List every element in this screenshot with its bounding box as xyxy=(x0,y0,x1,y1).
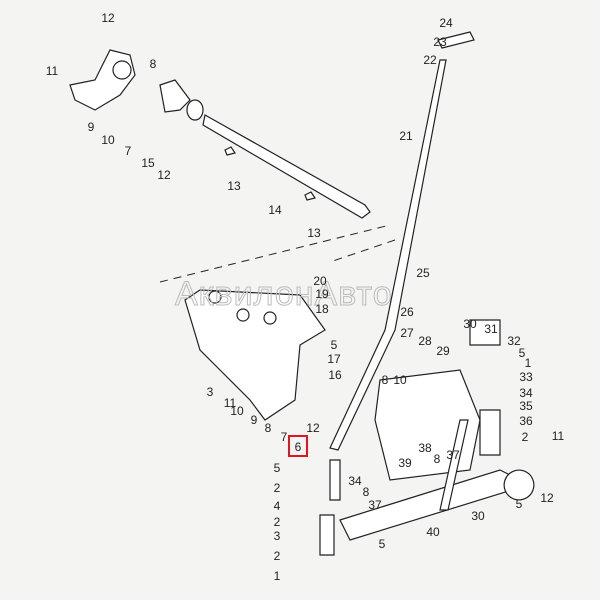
callout-label[interactable]: 12 xyxy=(306,421,320,435)
callout-label[interactable]: 10 xyxy=(101,133,115,147)
callout-label[interactable]: 4 xyxy=(274,499,281,513)
callout-label[interactable]: 2 xyxy=(274,481,281,495)
callout-label[interactable]: 3 xyxy=(207,385,214,399)
callout-label[interactable]: 34 xyxy=(519,386,533,400)
control-rod xyxy=(329,31,475,451)
callout-label[interactable]: 7 xyxy=(281,430,288,444)
callout-label[interactable]: 21 xyxy=(399,129,413,143)
callout-label[interactable]: 28 xyxy=(418,334,432,348)
callout-label[interactable]: 39 xyxy=(398,456,412,470)
callout-label[interactable]: 12 xyxy=(540,491,554,505)
callout-label[interactable]: 29 xyxy=(436,344,450,358)
callout-label[interactable]: 9 xyxy=(251,413,258,427)
callout-label[interactable]: 36 xyxy=(519,414,533,428)
callout-label[interactable]: 37 xyxy=(368,498,382,512)
callout-label[interactable]: 19 xyxy=(315,287,329,301)
callout-label[interactable]: 5 xyxy=(331,338,338,352)
callout-label[interactable]: 20 xyxy=(313,274,327,288)
callout-label[interactable]: 3 xyxy=(274,529,281,543)
callout-label[interactable]: 5 xyxy=(519,346,526,360)
callout-label[interactable]: 33 xyxy=(519,370,533,384)
callout-highlighted[interactable]: 6 xyxy=(295,440,302,454)
callout-label[interactable]: 10 xyxy=(393,373,407,387)
callout-label[interactable]: 11 xyxy=(46,64,59,78)
callout-label[interactable]: 2 xyxy=(274,549,281,563)
callout-label[interactable]: 34 xyxy=(348,474,362,488)
callout-label[interactable]: 38 xyxy=(418,441,432,455)
callout-label[interactable]: 31 xyxy=(484,322,498,336)
callout-label[interactable]: 24 xyxy=(439,16,453,30)
callout-label[interactable]: 8 xyxy=(382,373,389,387)
watermark: АквилонАвто xyxy=(175,275,393,313)
callout-label[interactable]: 5 xyxy=(274,461,281,475)
housing xyxy=(184,289,326,421)
upper-linkage-assembly xyxy=(69,49,371,219)
callout-label[interactable]: 1 xyxy=(525,356,532,370)
callout-label[interactable]: 12 xyxy=(101,11,115,25)
callout-label[interactable]: 30 xyxy=(463,317,477,331)
callout-label[interactable]: 8 xyxy=(265,421,272,435)
callout-label[interactable]: 2 xyxy=(274,515,281,529)
callout-label[interactable]: 18 xyxy=(315,302,329,316)
callout-label[interactable]: 9 xyxy=(88,120,95,134)
callout-label[interactable]: 22 xyxy=(423,53,437,67)
callout-label[interactable]: 8 xyxy=(434,452,441,466)
callout-label[interactable]: 16 xyxy=(328,368,342,382)
callout-label[interactable]: 15 xyxy=(141,156,155,170)
callout-label[interactable]: 30 xyxy=(471,509,485,523)
callout-label[interactable]: 25 xyxy=(416,266,430,280)
callout-label[interactable]: 2 xyxy=(522,430,529,444)
callout-label[interactable]: 37 xyxy=(446,448,460,462)
callout-label[interactable]: 11 xyxy=(224,396,237,410)
callout-label[interactable]: 5 xyxy=(379,537,386,551)
callout-label[interactable]: 7 xyxy=(125,144,132,158)
callout-label[interactable]: 8 xyxy=(150,57,157,71)
callout-label[interactable]: 17 xyxy=(327,352,341,366)
callout-label[interactable]: 32 xyxy=(507,334,521,348)
callout-label[interactable]: 13 xyxy=(307,226,321,240)
callout-label[interactable]: 13 xyxy=(227,179,241,193)
callout-label[interactable]: 23 xyxy=(433,35,447,49)
callout-label[interactable]: 8 xyxy=(363,485,370,499)
callout-label[interactable]: 12 xyxy=(157,168,171,182)
callout-label[interactable]: 1 xyxy=(274,569,281,583)
callout-label[interactable]: 40 xyxy=(426,525,440,539)
callout-label[interactable]: 27 xyxy=(400,326,414,340)
highlight-box xyxy=(288,435,308,457)
callout-label[interactable]: 10 xyxy=(230,404,244,418)
callout-label[interactable]: 11 xyxy=(552,429,565,443)
callout-label[interactable]: 35 xyxy=(519,399,533,413)
callout-label[interactable]: 5 xyxy=(516,497,523,511)
callout-label[interactable]: 14 xyxy=(268,203,282,217)
callout-label[interactable]: 26 xyxy=(400,305,414,319)
